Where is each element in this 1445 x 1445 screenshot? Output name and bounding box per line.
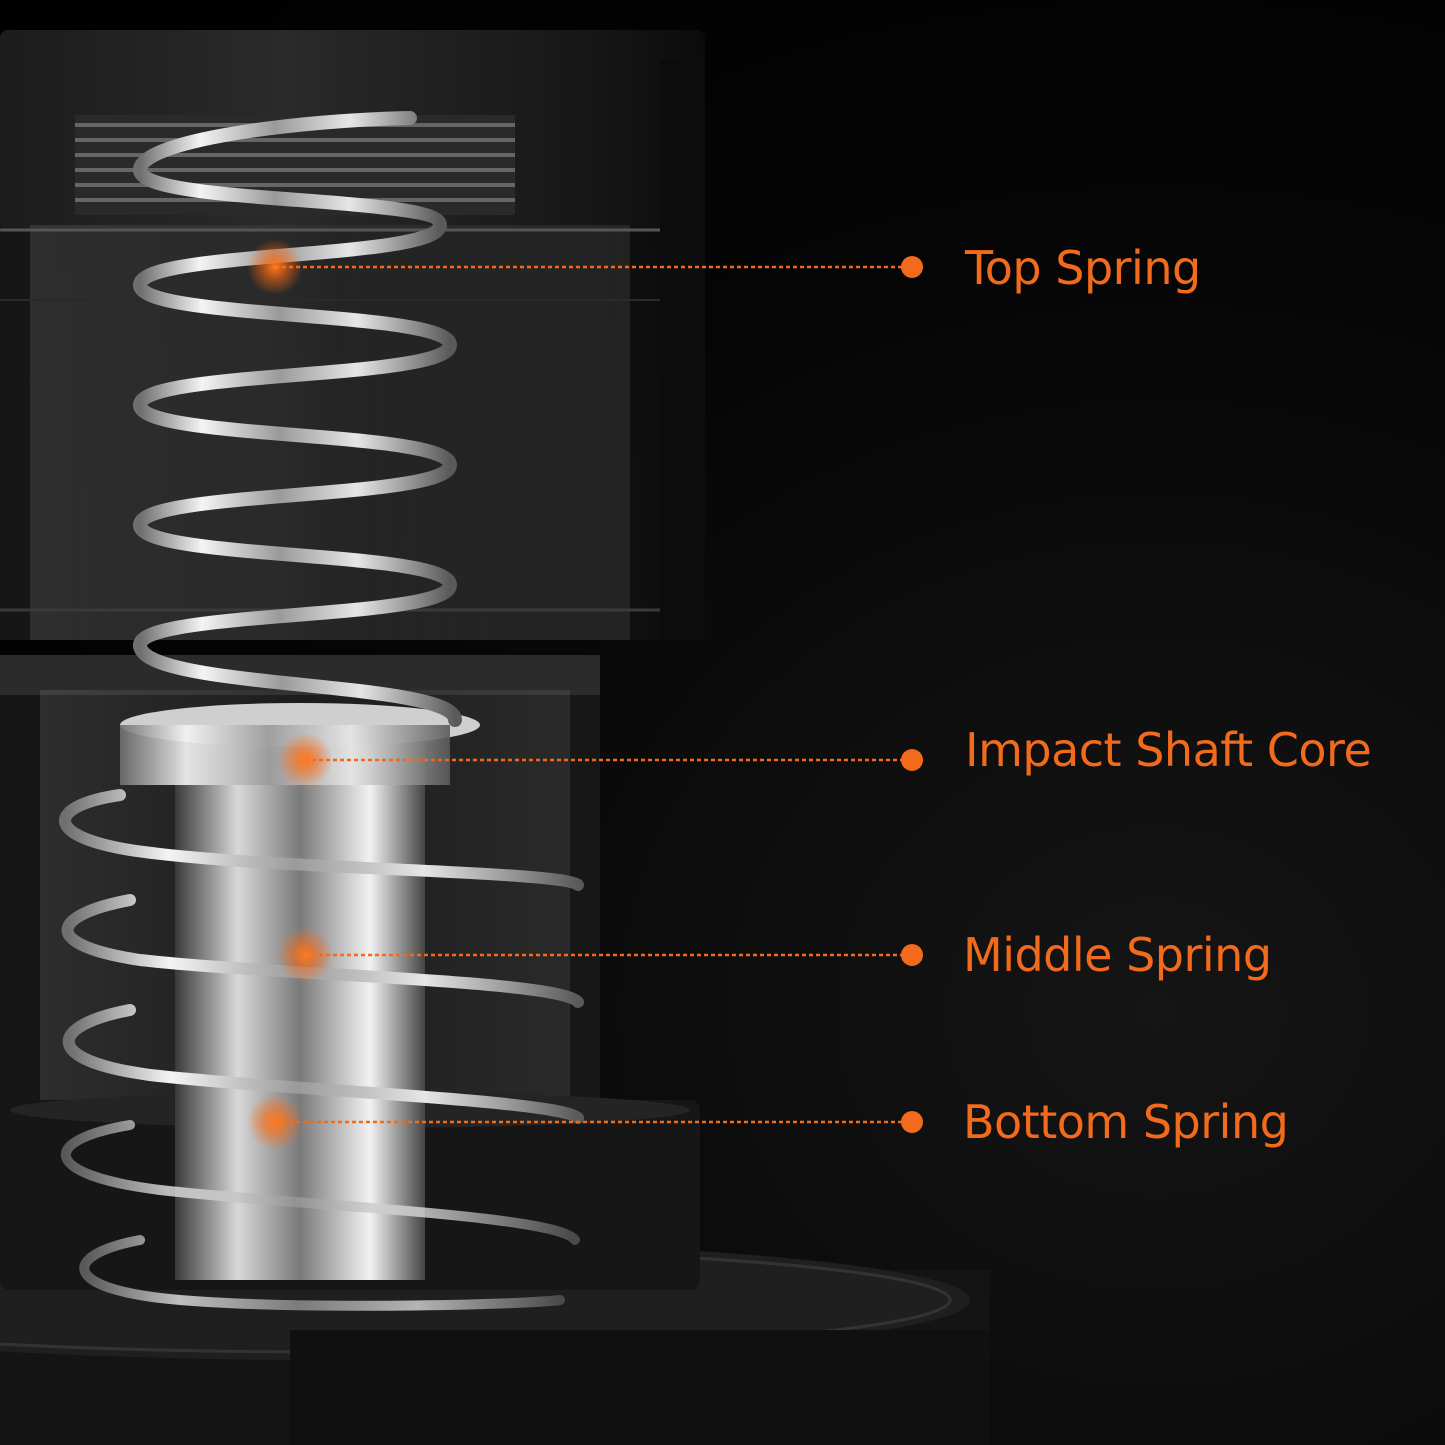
bottom-spring [61, 1120, 580, 1311]
leader-lines [275, 265, 910, 1124]
glow-point-middle-spring [277, 927, 333, 983]
callout-dots [901, 256, 923, 1133]
label-top-spring: Top Spring [965, 241, 1201, 295]
label-impact-shaft-core: Impact Shaft Core [965, 723, 1372, 777]
glow-point-top-spring [247, 239, 303, 295]
glow-point-impact-shaft-core [277, 732, 333, 788]
dot-impact-shaft-core [901, 749, 923, 771]
impact-shaft-core [120, 703, 480, 1280]
dot-middle-spring [901, 944, 923, 966]
middle-spring [59, 789, 584, 1124]
label-bottom-spring: Bottom Spring [963, 1095, 1289, 1149]
dot-top-spring [901, 256, 923, 278]
glow-point-bottom-spring [247, 1094, 303, 1150]
dot-bottom-spring [901, 1111, 923, 1133]
label-middle-spring: Middle Spring [963, 928, 1272, 982]
callout-glows [247, 239, 333, 1150]
